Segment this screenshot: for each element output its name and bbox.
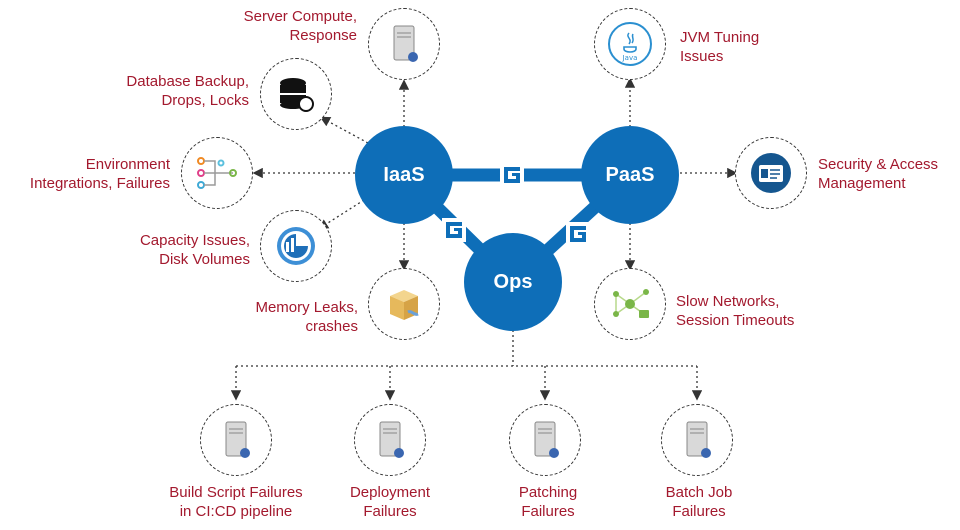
label-line: Capacity Issues, — [139, 232, 250, 249]
label-line: Failures — [363, 503, 417, 520]
network-icon — [613, 289, 649, 318]
node-database-backup — [260, 58, 332, 130]
integration-flow-icon — [197, 157, 237, 189]
label-batch: Batch Job Failures — [629, 483, 769, 521]
label-line: Management — [818, 175, 906, 192]
server-icon — [393, 25, 418, 62]
label-line: crashes — [305, 318, 358, 335]
node-network — [594, 268, 666, 340]
label-line: Response — [289, 27, 357, 44]
label-line: Session Timeouts — [676, 312, 795, 329]
label-line: Disk Volumes — [159, 251, 250, 268]
server-icon — [686, 421, 711, 458]
label-database-backup: Database Backup, Drops, Locks — [126, 72, 249, 110]
label-jvm: JVM Tuning Issues — [680, 28, 759, 66]
label-line: Issues — [680, 48, 724, 65]
g-logo-icon — [566, 222, 590, 246]
label-environment: Environment Integrations, Failures — [30, 155, 170, 193]
node-jvm: Java — [594, 8, 666, 80]
svg-text:Java: Java — [622, 54, 638, 62]
hub-iaas: IaaS — [355, 126, 453, 224]
server-icon — [225, 421, 250, 458]
connector-database-backup — [319, 116, 369, 144]
hub-paas: PaaS — [581, 126, 679, 224]
label-network: Slow Networks, Session Timeouts — [676, 292, 794, 330]
label-line: Deployment — [349, 484, 431, 501]
label-security: Security & Access Management — [818, 155, 938, 193]
label-memory: Memory Leaks, crashes — [255, 298, 358, 336]
java-icon: Java — [608, 22, 652, 66]
hub-ops-label: Ops — [493, 270, 533, 293]
node-batch — [661, 404, 733, 476]
label-deployment: Deployment Failures — [320, 483, 460, 521]
label-line: Integrations, Failures — [29, 175, 170, 192]
node-capacity — [260, 210, 332, 282]
node-build — [200, 404, 272, 476]
node-environment — [181, 137, 253, 209]
label-line: Drops, Locks — [161, 92, 249, 109]
g-logo-icon — [442, 218, 466, 242]
label-server-compute: Server Compute, Response — [244, 7, 357, 45]
node-security — [735, 137, 807, 209]
label-line: Slow Networks, — [676, 293, 780, 310]
pie-chart-icon — [277, 227, 315, 265]
label-line: Database Backup, — [126, 73, 249, 90]
hub-ops: Ops — [464, 233, 562, 331]
label-capacity: Capacity Issues, Disk Volumes — [140, 231, 250, 269]
label-line: Security & Access — [818, 156, 939, 173]
label-build: Build Script Failures in CI:CD pipeline — [136, 483, 336, 521]
label-line: Failures — [521, 503, 575, 520]
label-patching: Patching Failures — [478, 483, 618, 521]
g-logo-icon — [500, 163, 524, 187]
label-line: in CI:CD pipeline — [179, 503, 293, 520]
connector-capacity — [317, 199, 365, 230]
hub-paas-label: PaaS — [605, 163, 655, 186]
node-patching — [509, 404, 581, 476]
label-line: JVM Tuning — [680, 29, 760, 46]
label-line: Build Script Failures — [169, 484, 303, 501]
node-deployment — [354, 404, 426, 476]
server-icon — [379, 421, 404, 458]
hub-iaas-label: IaaS — [383, 163, 425, 186]
server-icon — [534, 421, 559, 458]
database-cloud-icon — [280, 78, 314, 112]
node-memory — [368, 268, 440, 340]
label-line: Batch Job — [665, 484, 733, 501]
id-card-icon — [751, 153, 791, 193]
memory-box-icon — [390, 290, 419, 320]
label-line: Failures — [672, 503, 726, 520]
node-server-compute — [368, 8, 440, 80]
label-line: Environment — [85, 156, 170, 173]
label-line: Patching — [518, 484, 578, 501]
label-line: Memory Leaks, — [255, 299, 358, 316]
label-line: Server Compute, — [243, 8, 357, 25]
